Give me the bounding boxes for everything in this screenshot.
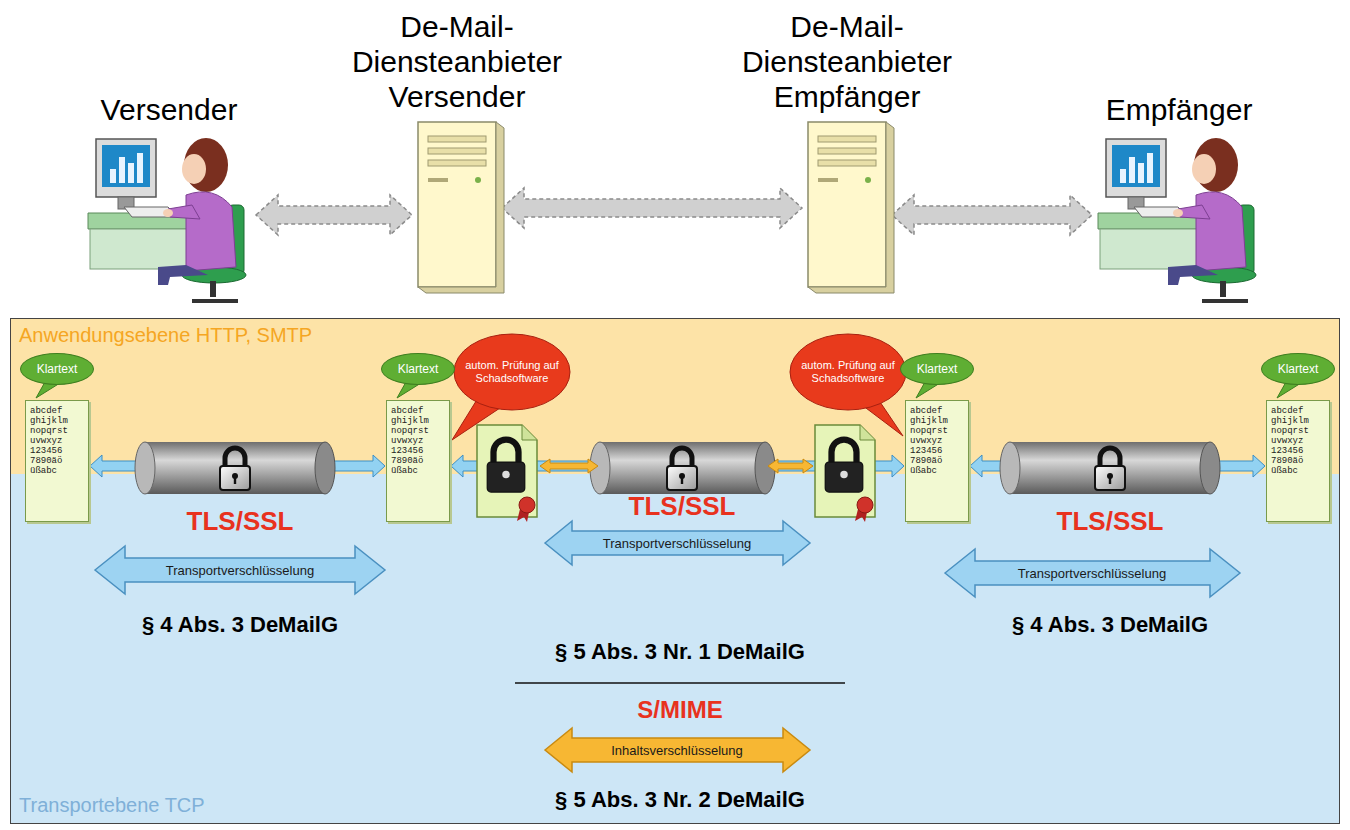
arrow-label: Transportverschlüsselung [1018, 566, 1166, 581]
callout-text: autom. Prüfung auf Schadsoftware [462, 359, 562, 385]
law-reference: § 5 Abs. 3 Nr. 2 DeMailG [555, 787, 805, 813]
encrypted-document [815, 425, 875, 522]
transfer-arrow [892, 195, 1092, 235]
plaintext-bubble: Klartext [900, 353, 974, 385]
protocol-label: TLS/SSL [1057, 506, 1164, 537]
tls-tunnel [590, 442, 775, 494]
transfer-arrow [256, 195, 412, 235]
node-heading: Empfänger [1059, 92, 1299, 127]
protocol-label: S/MIME [637, 696, 722, 724]
tls-tunnel [1000, 442, 1220, 494]
provider-server: De-Mail- Diensteanbieter Empfänger [808, 122, 886, 287]
divider-line [515, 682, 845, 684]
arrow-label: Transportverschlüsselung [603, 536, 751, 551]
server-icon [808, 122, 894, 293]
plaintext-document: Klartextabcdef ghijklm nopqrst uvwxyz 12… [386, 400, 450, 522]
transfer-arrow [502, 188, 802, 228]
sender-person: Versender [88, 135, 250, 305]
law-reference: § 5 Abs. 3 Nr. 1 DeMailG [555, 639, 805, 665]
plaintext-bubble: Klartext [381, 353, 455, 385]
provider-server: De-Mail- Diensteanbieter Versender [418, 122, 496, 287]
node-heading: De-Mail- Diensteanbieter Versender [337, 9, 577, 114]
server-icon [418, 122, 504, 293]
callout-text: autom. Prüfung auf Schadsoftware [798, 359, 898, 385]
plaintext-document: Klartextabcdef ghijklm nopqrst uvwxyz 12… [25, 400, 89, 522]
protocol-label: TLS/SSL [629, 491, 736, 522]
law-reference: § 4 Abs. 3 DeMailG [142, 612, 338, 638]
document-text: abcdef ghijklm nopqrst uvwxyz 123456 789… [26, 401, 88, 481]
person-icon [1098, 138, 1256, 301]
node-heading: Versender [49, 92, 289, 127]
small-orange-arrow [768, 459, 813, 473]
node-heading: De-Mail- Diensteanbieter Empfänger [727, 9, 967, 114]
protocol-label: TLS/SSL [187, 506, 294, 537]
document-text: abcdef ghijklm nopqrst uvwxyz 123456 789… [1267, 401, 1329, 481]
law-reference: § 4 Abs. 3 DeMailG [1012, 612, 1208, 638]
recipient-person: Empfänger [1098, 135, 1260, 305]
layer-label: Anwendungsebene HTTP, SMTP [19, 323, 312, 347]
document-text: abcdef ghijklm nopqrst uvwxyz 123456 789… [387, 401, 449, 481]
person-icon [88, 138, 246, 301]
arrow-label: Transportverschlüsselung [166, 563, 314, 578]
document-text: abcdef ghijklm nopqrst uvwxyz 123456 789… [906, 401, 968, 481]
plaintext-bubble: Klartext [1261, 353, 1335, 385]
plaintext-document: Klartextabcdef ghijklm nopqrst uvwxyz 12… [1266, 400, 1330, 522]
small-orange-arrow [540, 459, 598, 473]
plaintext-bubble: Klartext [20, 353, 94, 385]
tls-tunnel [135, 442, 335, 494]
arrow-label: Inhaltsverschlüsselung [611, 743, 743, 758]
layer-label: Transportebene TCP [19, 793, 205, 817]
encrypted-document [477, 425, 537, 522]
plaintext-document: Klartextabcdef ghijklm nopqrst uvwxyz 12… [905, 400, 969, 522]
